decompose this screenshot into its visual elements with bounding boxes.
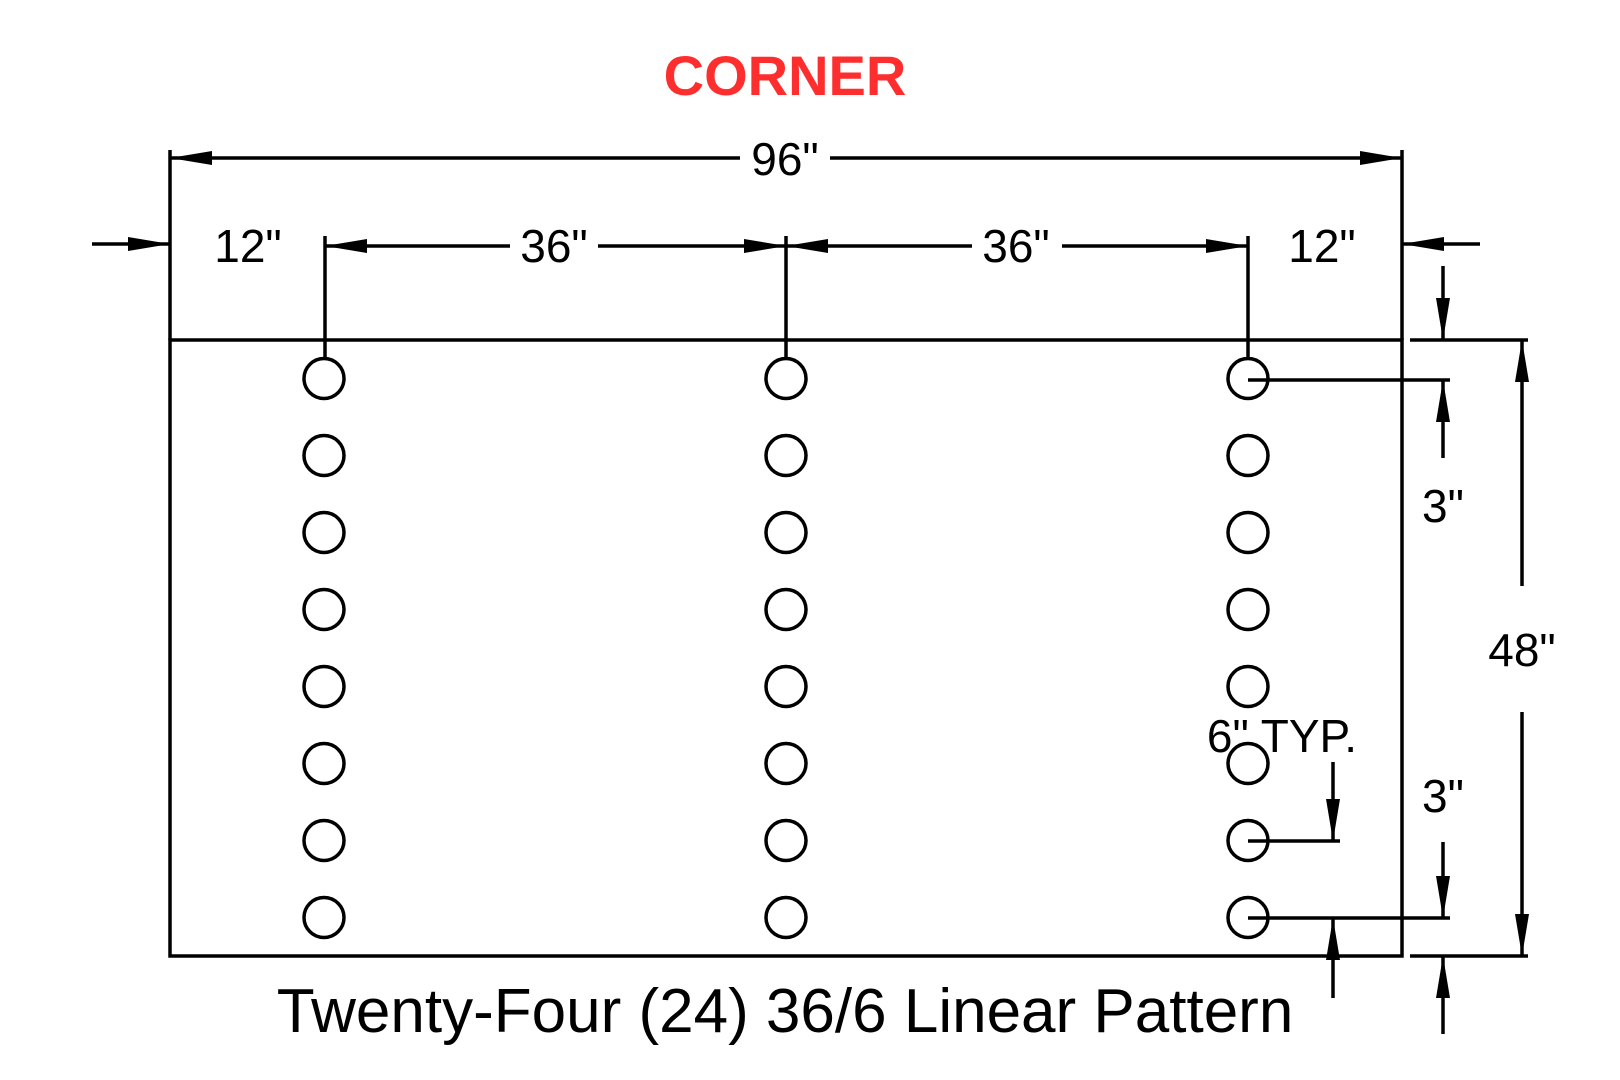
overall-height-dimension: 48" <box>1410 338 1556 958</box>
hole-c1-r2 <box>302 433 346 478</box>
spacing-right-label: 36" <box>982 220 1050 272</box>
overall-width-dimension: 96" <box>168 133 1404 340</box>
hole-c2-r5 <box>764 664 808 709</box>
hole-c1-r3 <box>302 510 346 555</box>
hole-c1-r5 <box>302 664 346 709</box>
hole-spacing-label: 6" TYP. <box>1207 710 1357 762</box>
hole-c3-r2 <box>1226 433 1270 478</box>
left-edge-label: 12" <box>214 220 282 272</box>
hole-c2-r3 <box>764 510 808 555</box>
hole-grid <box>302 356 1270 940</box>
panel-outline <box>168 338 1404 958</box>
bottom-offset-dimension: 3" <box>1248 770 1464 1034</box>
hole-c1-r8 <box>302 895 346 940</box>
top-offset-dimension: 3" <box>1248 266 1464 532</box>
hole-c3-r4 <box>1226 587 1270 632</box>
right-edge-dimension: 12" <box>1288 220 1480 272</box>
spacing-left-dimension: 36" <box>325 220 786 272</box>
hole-c1-r7 <box>302 818 346 863</box>
bottom-offset-label: 3" <box>1422 770 1464 822</box>
overall-width-label: 96" <box>751 133 819 185</box>
top-offset-label: 3" <box>1422 480 1464 532</box>
hole-c1-r4 <box>302 587 346 632</box>
hole-c2-r4 <box>764 587 808 632</box>
hole-c2-r1 <box>764 356 808 401</box>
pattern-caption: Twenty-Four (24) 36/6 Linear Pattern <box>277 977 1294 1046</box>
hole-c2-r8 <box>764 895 808 940</box>
spacing-left-label: 36" <box>520 220 588 272</box>
hole-spacing-dimension: 6" TYP. <box>1207 710 1357 998</box>
overall-height-label: 48" <box>1488 624 1556 676</box>
hole-c2-r6 <box>764 741 808 786</box>
left-edge-dimension: 12" <box>92 220 282 272</box>
spacing-right-dimension: 36" <box>786 220 1248 272</box>
page-title: CORNER <box>664 44 907 107</box>
hole-c1-r6 <box>302 741 346 786</box>
hole-c3-r5 <box>1226 664 1270 709</box>
hole-c2-r7 <box>764 818 808 863</box>
hole-c3-r6 <box>1226 741 1270 786</box>
right-edge-label: 12" <box>1288 220 1356 272</box>
hole-c3-r3 <box>1226 510 1270 555</box>
hole-c2-r2 <box>764 433 808 478</box>
hole-c1-r1 <box>302 356 346 401</box>
